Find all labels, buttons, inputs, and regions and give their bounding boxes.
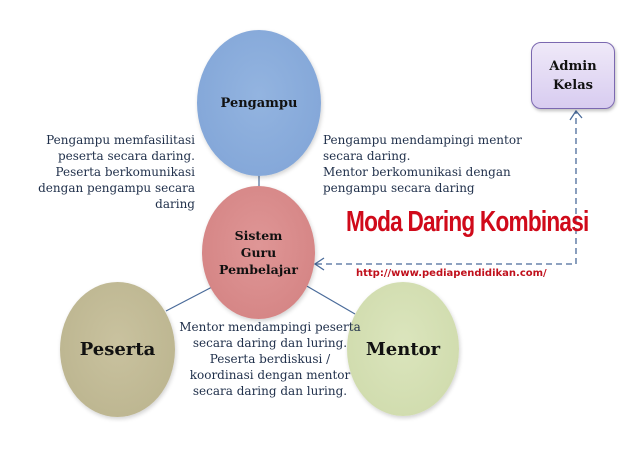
node-pengampu-label: Pengampu	[220, 95, 298, 111]
node-peserta: Peserta	[60, 282, 175, 417]
node-sistem-guru-pembelajar: Sistem Guru Pembelajar	[202, 186, 315, 319]
note-pengampu-mentor: Pengampu mendampingi mentor secara darin…	[323, 133, 522, 195]
note-mentor-peserta: Mentor mendampingi peserta secara daring…	[179, 320, 361, 398]
node-pengampu: Pengampu	[197, 30, 321, 176]
diagram-title: Moda Daring Kombinasi	[346, 206, 589, 238]
node-mentor-label: Mentor	[365, 338, 441, 360]
dashed-admin-link	[316, 112, 577, 265]
line-sistem-peserta	[165, 285, 215, 312]
node-admin-kelas: Admin Kelas	[531, 42, 615, 109]
source-url: http://www.pediapendidikan.com/	[356, 268, 547, 279]
arrowhead-left-icon	[313, 257, 325, 271]
node-peserta-label: Peserta	[79, 339, 156, 360]
node-mentor: Mentor	[347, 282, 459, 416]
note-pengampu-peserta: Pengampu memfasilitasi peserta secara da…	[38, 133, 195, 211]
node-sistem-label: Sistem Guru Pembelajar	[219, 228, 298, 277]
line-sistem-mentor	[304, 284, 356, 315]
arrowhead-up-icon	[569, 109, 583, 121]
